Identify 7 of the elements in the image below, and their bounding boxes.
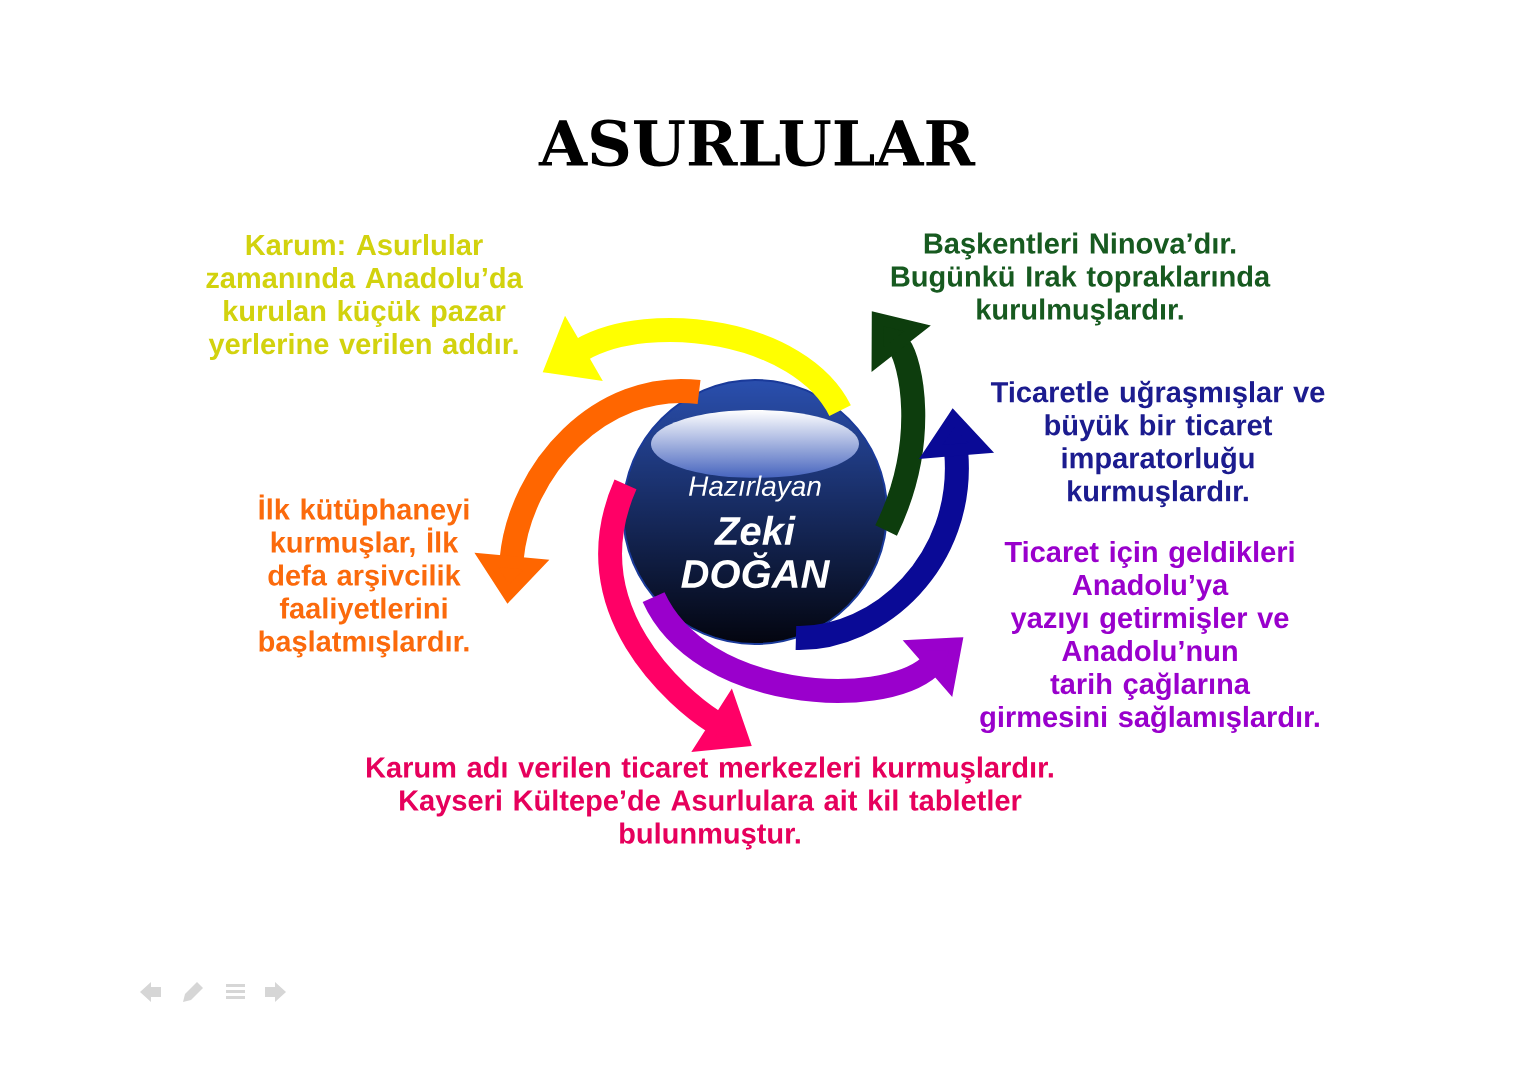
info-text: İlk kütüphaneyi kurmuşlar, İlk defa arşivcilik faaliyetlerini başlatmışlardır. bbox=[259, 494, 469, 658]
info-text: Başkentleri Ninova’dır. Bugünkü Irak topraklarında kurulmuşlardır. bbox=[891, 232, 1271, 326]
title: ASURLULAR bbox=[538, 119, 976, 167]
info-text: Karum: Asurlular zamanında Anadolu’da kurulan küçük pazar yerlerine verilen addır. bbox=[206, 234, 523, 360]
info-text: Karum adı verilen ticaret merkezleri kurmuşlardır. Kayseri Kültepe’de Asurlulara ait kil tabletler bulunmuştur. bbox=[367, 756, 1053, 850]
info-text: Ticaret için geldikleri Anadolu’ya yazıyı getirmişler ve Anadolu’nun tarih çağlarına girmesini sağlamışlardır. bbox=[980, 540, 1319, 734]
info-text: Ticaretle uğraşmışlar ve büyük bir ticaret imparatorluğu kurmuşlardır. bbox=[990, 380, 1325, 508]
